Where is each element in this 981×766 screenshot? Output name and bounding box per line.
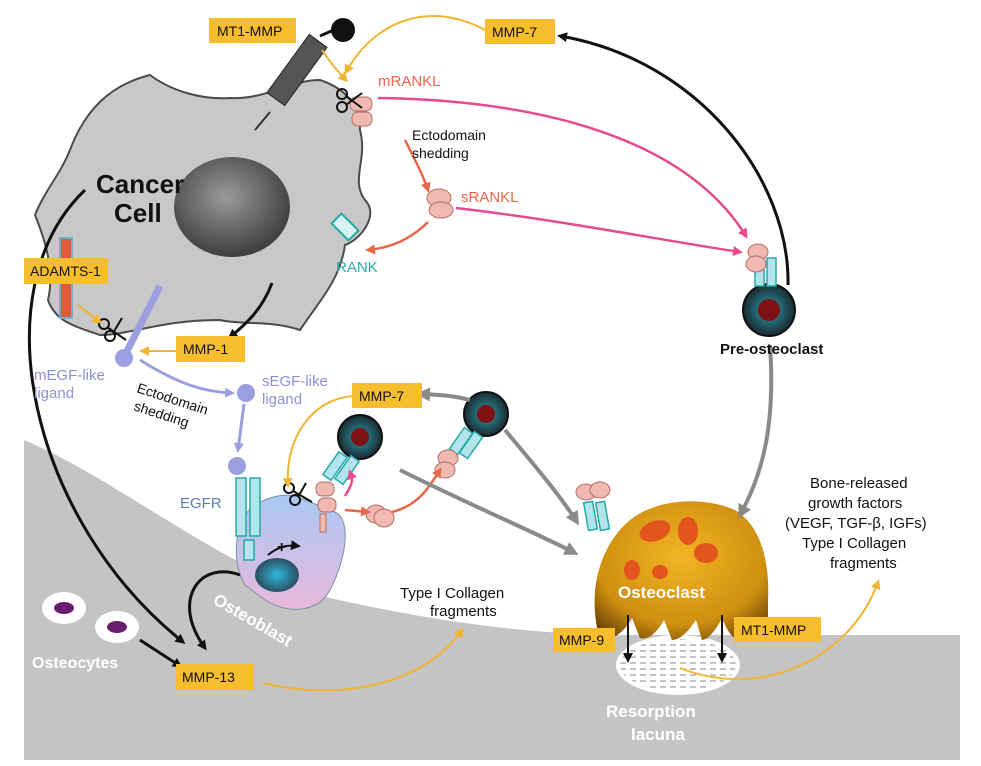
egf-ligand-bound-icon	[228, 457, 246, 475]
ectodomain-top-label-1: Ectodomain	[412, 127, 486, 143]
mmp9-box: MMP-9	[553, 628, 615, 652]
arrow-osteocytes-to-mmp13	[139, 638, 183, 668]
osteoclast-receptor-icon	[575, 481, 611, 532]
preosteoclast-cell	[742, 243, 796, 337]
precursor-cell-2	[434, 391, 509, 479]
arrow-lacuna-to-growth-factors	[679, 579, 881, 681]
arrow-megf-to-segf	[139, 358, 235, 398]
arrow-osteoblast-to-mmp13	[188, 570, 241, 651]
osteoblast-nucleus	[255, 558, 299, 592]
mmp7-top-label: MMP-7	[492, 24, 537, 40]
megf-stem	[121, 284, 164, 357]
arrow-srankl-to-precursor	[391, 467, 442, 514]
resorption-label-2: lacuna	[631, 725, 685, 744]
mmp7-mid-box: MMP-7	[352, 383, 422, 408]
arrow-mt1mmp-to-mrankl	[321, 49, 349, 83]
srankl-molecule-icon	[426, 188, 454, 219]
scissors-icon-mid	[98, 317, 127, 342]
bone-released-label-1: Bone-released	[810, 475, 908, 492]
megf-label-1: mEGF-like	[34, 367, 105, 384]
scissors-icon-top	[336, 88, 363, 113]
bone-released-label-3: (VEGF, TGF-β, IGFs)	[785, 515, 927, 532]
collagen-mid-label-1: Type I Collagen	[400, 585, 504, 602]
resorption-lacuna-hatch	[620, 639, 736, 691]
arrow-mmp7-to-mrankl	[344, 15, 486, 75]
osteoclast-cell	[594, 501, 769, 640]
arrow-cancer-to-mmp1	[227, 282, 274, 339]
arrow-rankl-binding-curve	[343, 469, 357, 497]
mt1mmp-top-box: MT1-MMP	[209, 18, 296, 43]
bone-released-label-4: Type I Collagen	[802, 535, 906, 552]
mmp13-box: MMP-13	[176, 664, 254, 690]
mrankl-molecule-icon	[349, 96, 373, 127]
arrow-cancer-to-mmp13	[27, 188, 186, 644]
rank-label: RANK	[336, 259, 378, 276]
mmp1-box: MMP-1	[176, 336, 245, 362]
segf-ligand-icon	[237, 384, 255, 402]
mmp7-mid-label: MMP-7	[359, 388, 404, 404]
osteoclast-label: Osteoclast	[618, 583, 705, 602]
bone-released-label-2: growth factors	[808, 495, 902, 512]
adamts1-box: ADAMTS-1	[24, 258, 108, 284]
cancer-cell-nucleus	[174, 157, 290, 257]
mrankl-label: mRANKL	[378, 73, 441, 90]
arrow-mmp13-to-collagen	[262, 627, 464, 692]
osteoclast-nuclei	[624, 517, 718, 580]
plus-sign-label: +	[277, 539, 286, 556]
osteoblast-rankl-icon	[315, 481, 337, 533]
arrow-adamts1-to-egf	[77, 304, 103, 324]
cancer-cell-label-line1: Cancer	[96, 169, 184, 199]
ectodomain-top-label-2: shedding	[412, 145, 469, 161]
resorption-label-1: Resorption	[606, 702, 696, 721]
arrow-mmp7-to-osteoblast	[282, 395, 353, 488]
precursor-cell-1	[321, 414, 383, 486]
arrow-osteoblast-rankl-release	[344, 506, 371, 517]
mt1mmp-bottom-label: MT1-MMP	[741, 622, 806, 638]
mmp7-top-box: MMP-7	[485, 19, 555, 44]
mmp9-label: MMP-9	[559, 632, 604, 648]
mmp13-label: MMP-13	[182, 669, 235, 685]
egfr-receptor-icon	[235, 477, 261, 561]
srankl-label: sRANKL	[461, 189, 519, 206]
cancer-cell-label-line2: Cell	[114, 198, 162, 228]
arrow-srankl-to-preosteoclast	[455, 206, 743, 256]
segf-label-1: sEGF-like	[262, 373, 328, 390]
osteocytes-label: Osteocytes	[32, 655, 118, 672]
arrow-precursor2-to-osteoclast	[503, 428, 580, 526]
mt1mmp-bottom-box: MT1-MMP	[734, 617, 821, 642]
arrow-mrankl-to-preosteoclast	[377, 96, 748, 239]
mmp1-label: MMP-1	[183, 341, 228, 357]
arrow-precursor1-to-osteoclast	[399, 468, 579, 555]
osteoblast-srankl-icon	[365, 504, 395, 528]
preosteoclast-label: Pre-osteoclast	[720, 341, 823, 358]
osteocyte-icons	[42, 592, 139, 643]
megf-label-2: ligand	[34, 385, 74, 402]
mt1mmp-top-label: MT1-MMP	[217, 23, 282, 39]
syringe-icon	[254, 18, 355, 131]
segf-label-2: ligand	[262, 391, 302, 408]
megf-ligand-icon	[115, 349, 133, 367]
arrow-preosteoclast-to-osteoclast	[738, 344, 774, 519]
collagen-mid-label-2: fragments	[430, 603, 497, 620]
rank-receptor-icon	[330, 212, 360, 242]
bone-released-label-5: fragments	[830, 555, 897, 572]
arrow-preosteoclast-to-mmp7	[557, 32, 790, 286]
arrow-segf-to-egfr	[233, 403, 246, 453]
arrow-precursor2-to-mmp7	[416, 387, 471, 402]
arrow-mrankl-to-srankl	[403, 139, 431, 193]
adamts1-label: ADAMTS-1	[30, 263, 101, 279]
arrow-osteoblast-egfr-activation	[267, 540, 301, 556]
arrow-srankl-to-rank	[365, 221, 429, 255]
egfr-label: EGFR	[180, 495, 222, 512]
